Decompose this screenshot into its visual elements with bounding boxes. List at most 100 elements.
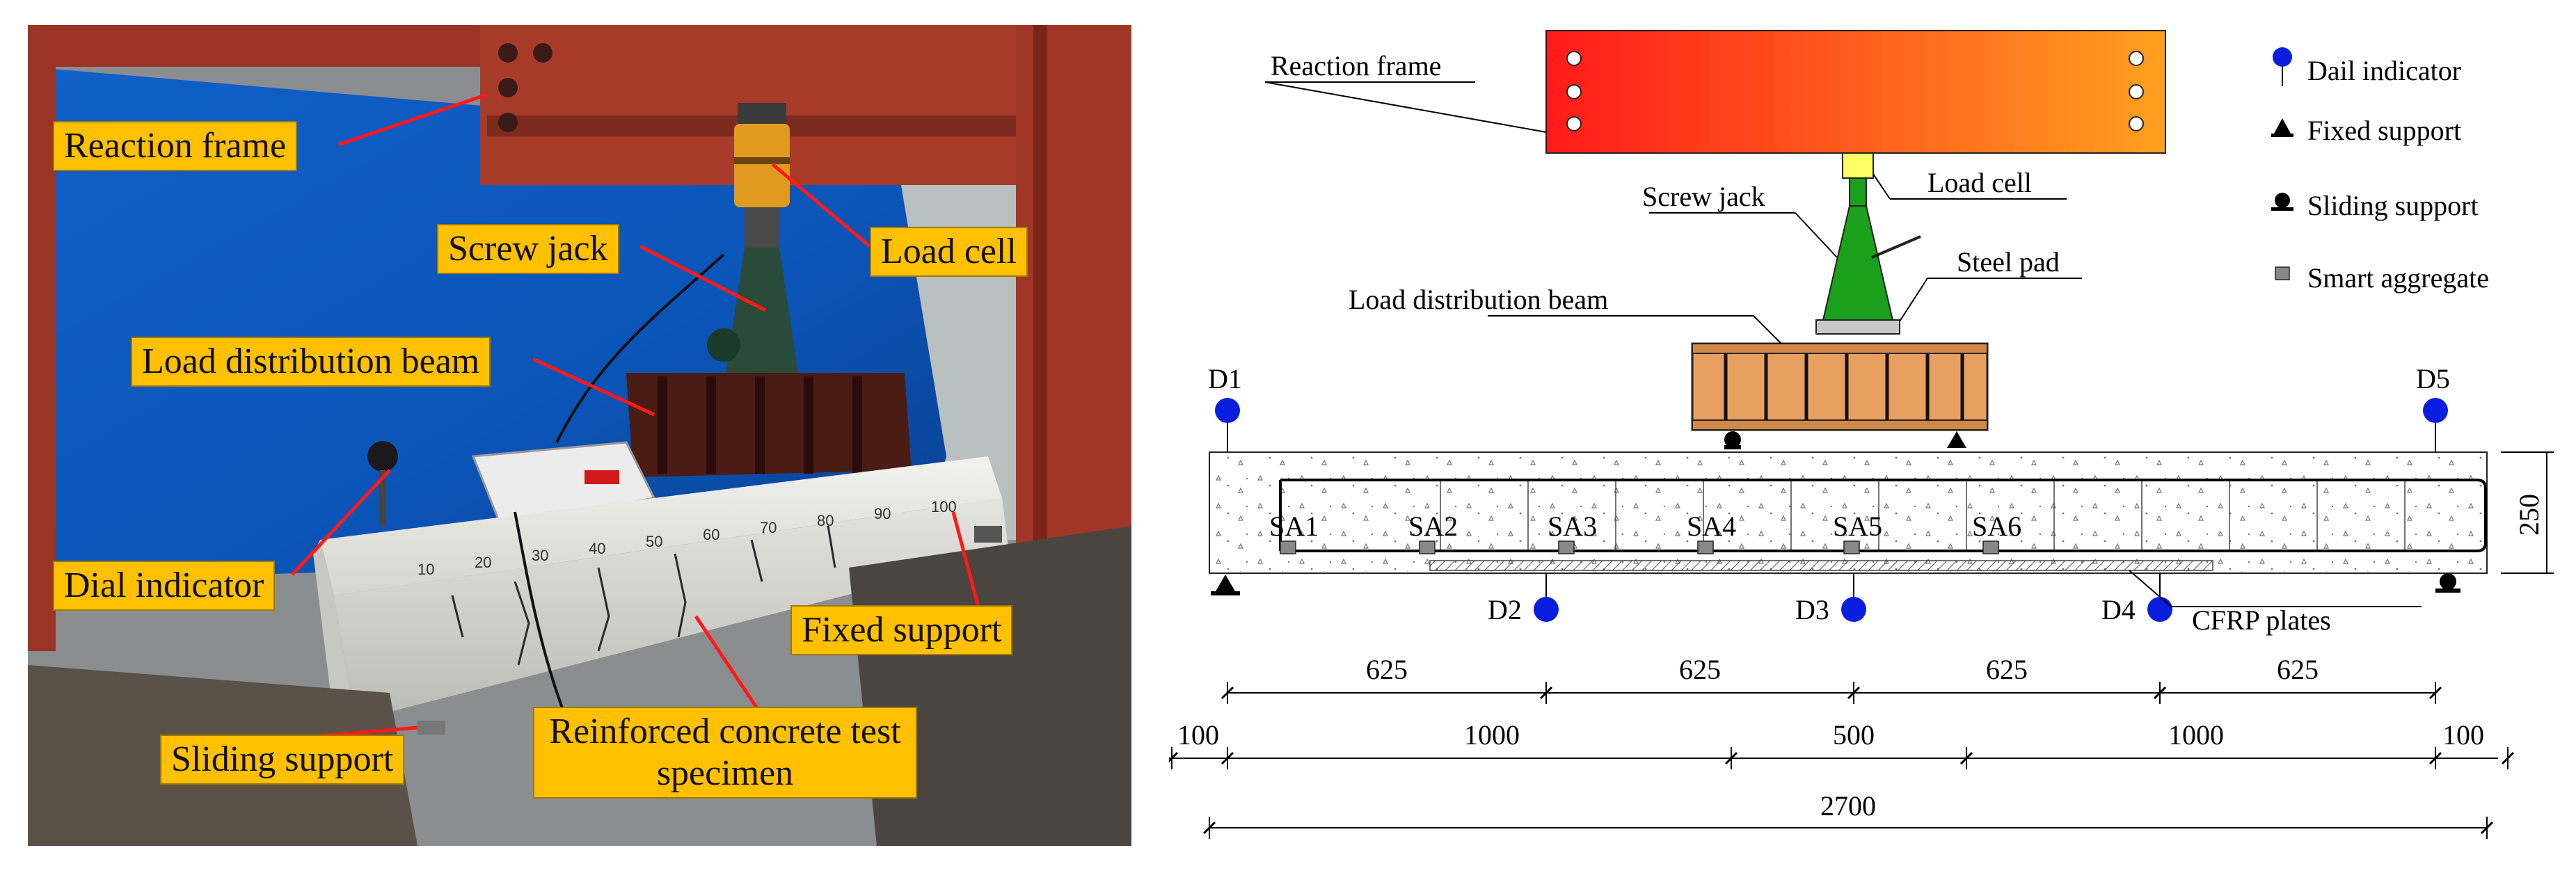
callout-screw-jack: Screw jack [437,224,619,274]
legend-item: Fixed support [2268,113,2461,147]
screw-jack [1822,205,1894,321]
legend-item: Sliding support [2268,188,2479,223]
smart-aggregate-marker [1843,540,1860,554]
callout-load-cell: Load cell [870,227,1028,277]
dimension-value: 625 [1986,654,2028,685]
legend-label: Dail indicator [2307,54,2462,86]
load-cell-cap [738,103,786,124]
beam-scale-mark: 20 [475,554,491,571]
screw-jack-photo [724,248,800,387]
sliding-support-photo [418,721,445,735]
legend-label: Smart aggregate [2307,262,2489,294]
smart-aggregate-marker [1280,540,1296,554]
callout-leaders [173,93,983,751]
dimension-value: 2700 [1820,790,1876,822]
beam-loading-points [1724,431,1966,449]
cfrp-plates [1429,560,2213,571]
label-steel-pad: Steel pad [1957,246,2060,278]
callout-dial-indicator: Dial indicator [53,561,276,611]
smart-aggregate-icon [2268,260,2307,295]
dial-indicator-photo [367,441,398,472]
smart-aggregate-label: SA6 [1972,511,2021,542]
label-load-cell: Load cell [1927,167,2032,198]
smart-aggregate-marker [1697,540,1714,554]
load-distribution-beam [1691,342,1989,431]
dial-indicator-marker [1534,597,1559,622]
legend-item: Smart aggregate [2268,260,2489,295]
legend-label: Sliding support [2307,189,2479,221]
label-load-distribution-beam: Load distribution beam [1349,284,1608,315]
callout-sliding-support: Sliding support [160,735,405,785]
dimension-value: 1000 [2168,719,2224,751]
beam-scale-mark: 10 [418,561,434,578]
specimen-top [320,456,1002,595]
smart-aggregate-label: SA4 [1687,511,1736,542]
callout-reaction-frame: Reaction frame [53,121,298,171]
dimension-value: 625 [2277,654,2319,685]
beam-scale-mark: 90 [874,505,891,522]
distribution-beam-photo [626,373,912,477]
dimension-value: 100 [1177,719,1219,751]
label-reaction-frame: Reaction frame [1271,50,1441,81]
reaction-frame [1545,30,2166,154]
test-setup-schematic: Reaction frame Load cell Screw jack Stee… [1165,0,2576,870]
dial-indicator-marker [2147,597,2172,622]
rebar-cage [1280,479,2487,552]
frame-left-column [28,25,56,651]
frame-bolts [1566,51,2144,131]
dial-indicator-label: D4 [2101,594,2136,625]
label-screw-jack: Screw jack [1642,181,1765,212]
stirrups [1440,481,2406,550]
beam-scale-mark: 40 [589,540,605,557]
smart-aggregate-marker [1419,540,1436,554]
dial-indicator-label: D2 [1488,594,1522,625]
beam-scale-mark: 80 [817,512,834,529]
dial-indicator-label: D5 [2416,363,2450,394]
beam-stiffeners [1724,353,1964,420]
fixed-support [1216,575,1235,591]
callout-fixed-support: Fixed support [790,605,1013,655]
fixed-support-icon [2268,113,2307,147]
beam-scale-mark: 50 [646,533,662,550]
smart-aggregate-label: SA1 [1269,511,1319,542]
dial-indicator-marker [1215,398,1240,423]
sliding-support [2440,573,2456,590]
beam-scale-mark: 30 [532,547,548,564]
steel-pad [1815,319,1900,335]
dimension-value: 100 [2442,719,2484,751]
dial-indicator-label: D3 [1795,594,1829,625]
dimension-value: 500 [1833,719,1875,751]
jack-stem [1849,177,1867,207]
dimension-value: 625 [1679,654,1721,685]
fixed-support-photo [974,526,1002,543]
smart-aggregate-marker [1558,540,1575,554]
schematic-drawing: Reaction frame Load cell Screw jack Stee… [1165,30,2554,839]
smart-aggregate-label: SA3 [1548,511,1597,542]
dial-indicator-marker [1841,597,1866,622]
dial-indicator-icon [2268,46,2307,95]
legend-label: Fixed support [2307,114,2462,146]
smart-aggregate-marker [1982,540,1999,554]
sliding-support-icon [2268,188,2307,223]
legend-item: Dail indicator [2268,46,2461,95]
label-cfrp-plates: CFRP plates [2192,604,2331,636]
callout-load-distribution-beam: Load distribution beam [131,337,491,387]
dial-indicator-marker [2423,398,2448,423]
load-cell-photo [734,124,790,207]
beam-scale-mark: 60 [703,526,719,543]
smart-aggregate-label: SA2 [1408,511,1458,542]
dial-indicator-label: D1 [1208,363,1242,394]
load-cell [1842,152,1874,179]
callout-specimen: Reinforced concrete test specimen [533,707,917,799]
dimension-value: 625 [1366,654,1408,685]
label-height: 250 [2513,494,2545,536]
specimen-side [334,498,1009,721]
frame-crossbeam [480,25,1106,185]
crack-pattern [451,525,836,666]
